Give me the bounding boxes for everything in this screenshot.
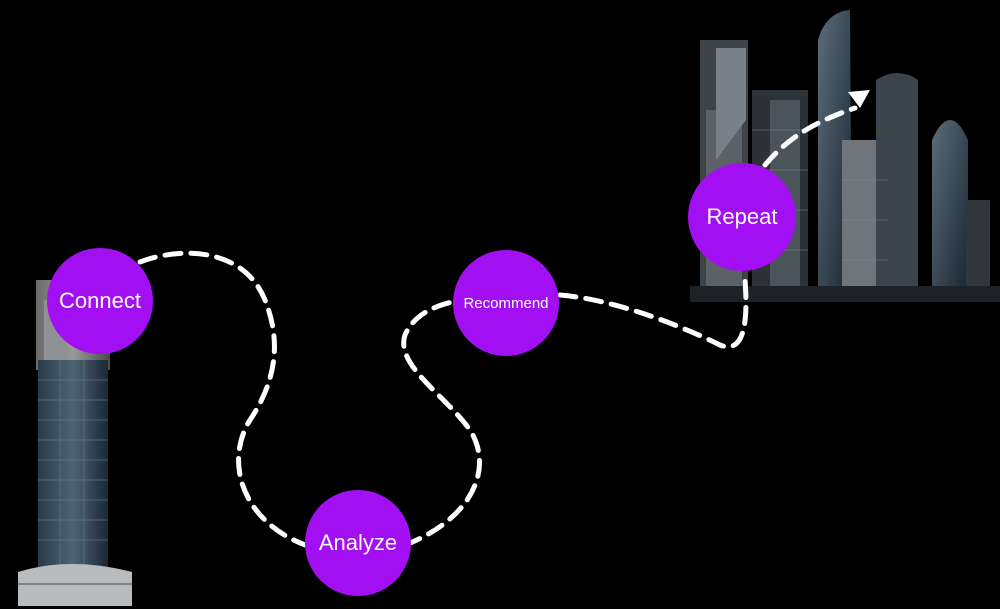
skyline-building	[876, 73, 918, 300]
skyline-building	[932, 120, 968, 300]
skyline-building	[716, 48, 746, 160]
tower-window-lines	[38, 360, 108, 570]
process-path	[137, 105, 858, 548]
step-recommend-label: Recommend	[463, 294, 549, 312]
step-connect-node: Connect	[47, 248, 153, 354]
step-analyze-label: Analyze	[318, 530, 398, 555]
step-connect-label: Connect	[59, 288, 141, 313]
arrowhead-icon	[848, 90, 870, 108]
skyline-building	[966, 200, 990, 300]
step-repeat-node: Repeat	[688, 163, 796, 271]
step-analyze-node: Analyze	[305, 490, 411, 596]
step-recommend-node: Recommend	[453, 250, 559, 356]
tower-body	[38, 360, 108, 570]
skyline-base	[690, 286, 1000, 302]
step-repeat-label: Repeat	[706, 204, 778, 229]
